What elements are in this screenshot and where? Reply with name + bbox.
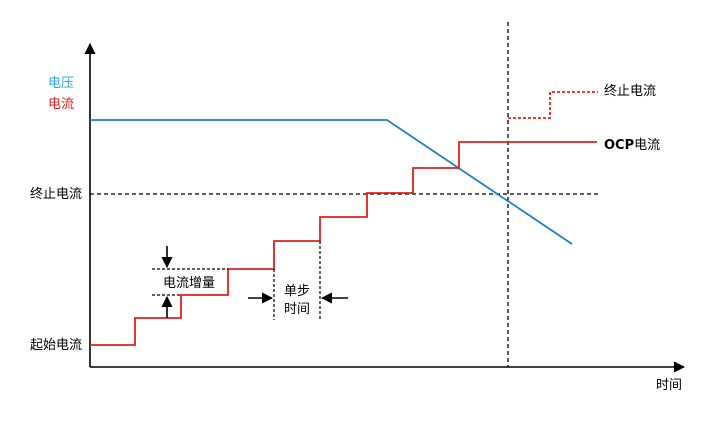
step-time-label-line2: 时间 (284, 302, 310, 317)
end-current-curve-label: 终止电流 (604, 83, 656, 99)
step-time-label-line1: 单步 (284, 284, 310, 299)
current-label: 电流 (48, 97, 74, 112)
voltage-label: 电压 (48, 76, 74, 91)
current-staircase (90, 141, 597, 346)
time-axis-label: 时间 (656, 378, 682, 393)
ocp-current-label: OCP电流 (604, 138, 660, 153)
voltage-curve (90, 119, 573, 245)
current-dashed-continuation (508, 91, 598, 119)
ocp-prefix: OCP (604, 138, 634, 153)
ocp-suffix: 电流 (634, 138, 660, 153)
start-current-axis-label: 起始电流 (30, 338, 82, 353)
current-increment-label: 电流增量 (163, 276, 215, 291)
end-current-axis-label: 终止电流 (30, 186, 82, 202)
